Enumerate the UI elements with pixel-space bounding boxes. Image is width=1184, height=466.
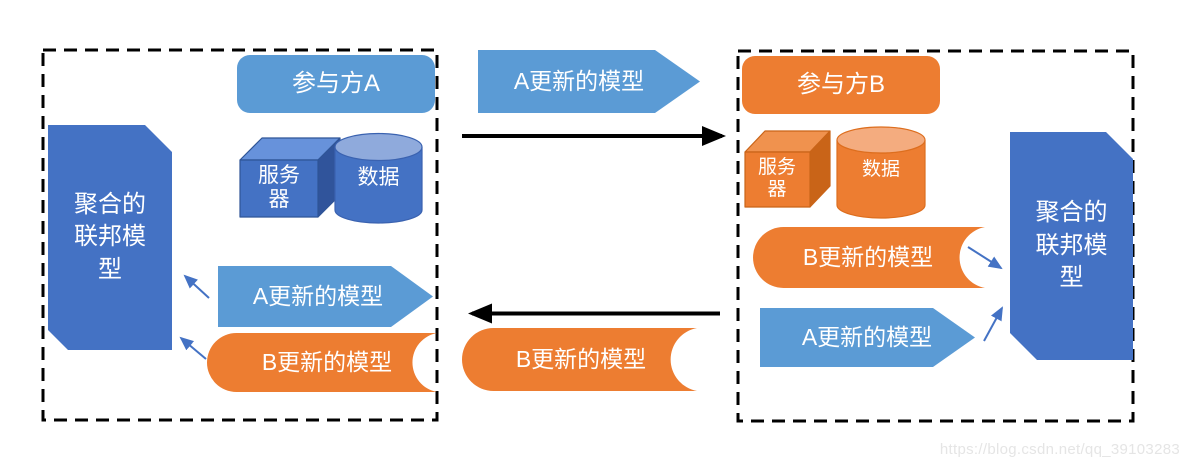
party-a-update-a-banner (218, 266, 433, 327)
party-b-update-b-banner (753, 227, 985, 288)
exchange-a-to-b-banner (478, 50, 700, 113)
party-b-server-cube (744, 130, 831, 208)
party-b-aggregate-arrow-from-b (967, 246, 1003, 270)
party-a-update-b-banner (206, 333, 437, 392)
exchange-b-to-a-banner (462, 328, 697, 391)
party-b-aggregated-model-shape (1010, 132, 1133, 360)
party-a-aggregate-arrow-from-a (183, 274, 210, 299)
party-a-aggregated-model-shape (48, 125, 172, 350)
party-a-server-cube (239, 137, 341, 218)
party-b-update-a-banner (760, 308, 975, 367)
party-a-aggregate-arrow-from-b (179, 336, 207, 360)
party-b-data-cylinder (836, 126, 926, 219)
party-b-aggregate-arrow-from-a (983, 306, 1003, 342)
party-a-dashed-box (41, 48, 439, 422)
party-b-title-shape (742, 56, 940, 114)
party-a-data-cylinder (334, 132, 423, 224)
party-a-title-shape (237, 55, 435, 113)
